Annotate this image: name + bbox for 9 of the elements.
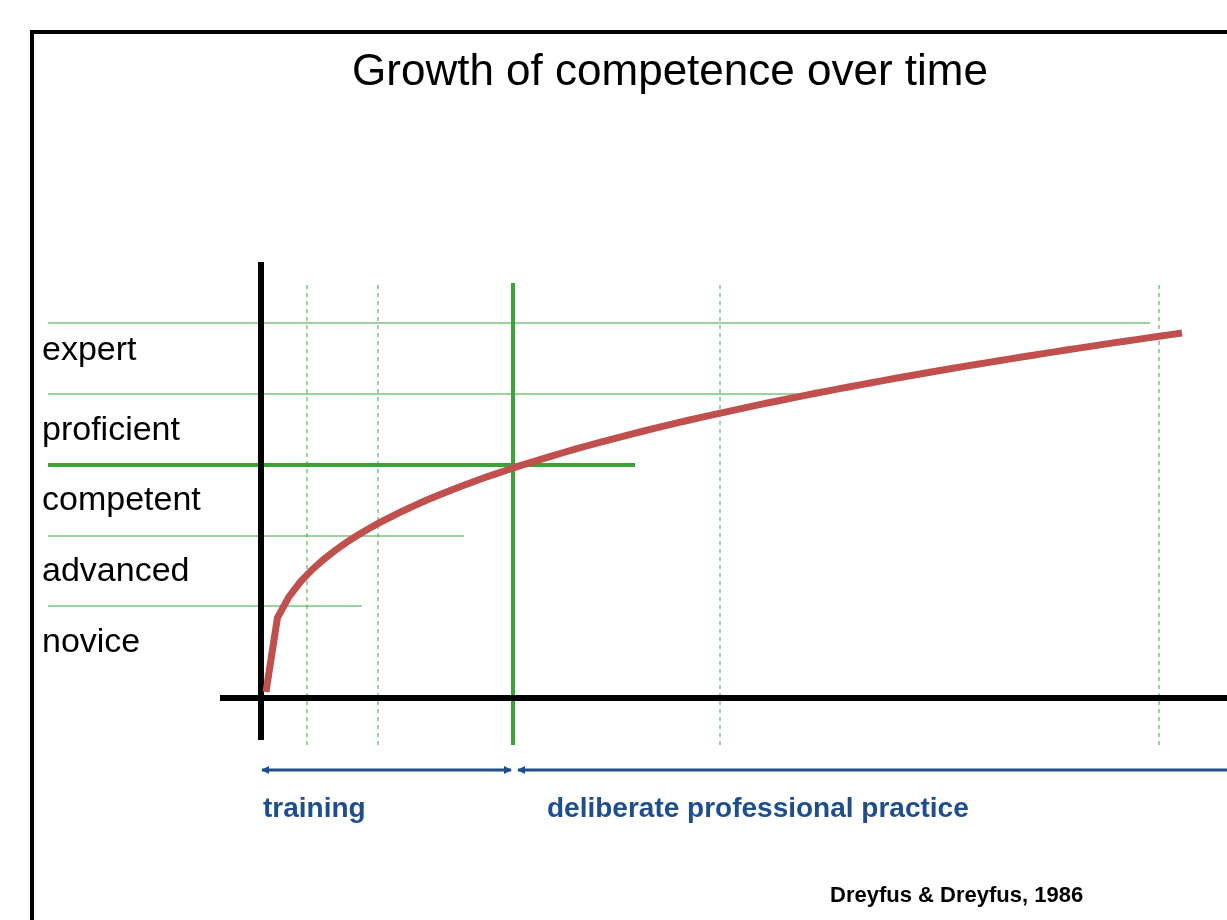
level-label: competent — [42, 478, 201, 518]
title: Growth of competence over time — [351, 44, 989, 96]
level-label: advanced — [42, 549, 190, 589]
level-label: novice — [42, 620, 141, 660]
span-label: training — [263, 791, 366, 825]
level-label: expert — [42, 328, 137, 368]
level-label: proficient — [42, 408, 180, 448]
citation: Dreyfus & Dreyfus, 1986 — [830, 881, 1084, 909]
span-label: deliberate professional practice — [547, 791, 969, 825]
